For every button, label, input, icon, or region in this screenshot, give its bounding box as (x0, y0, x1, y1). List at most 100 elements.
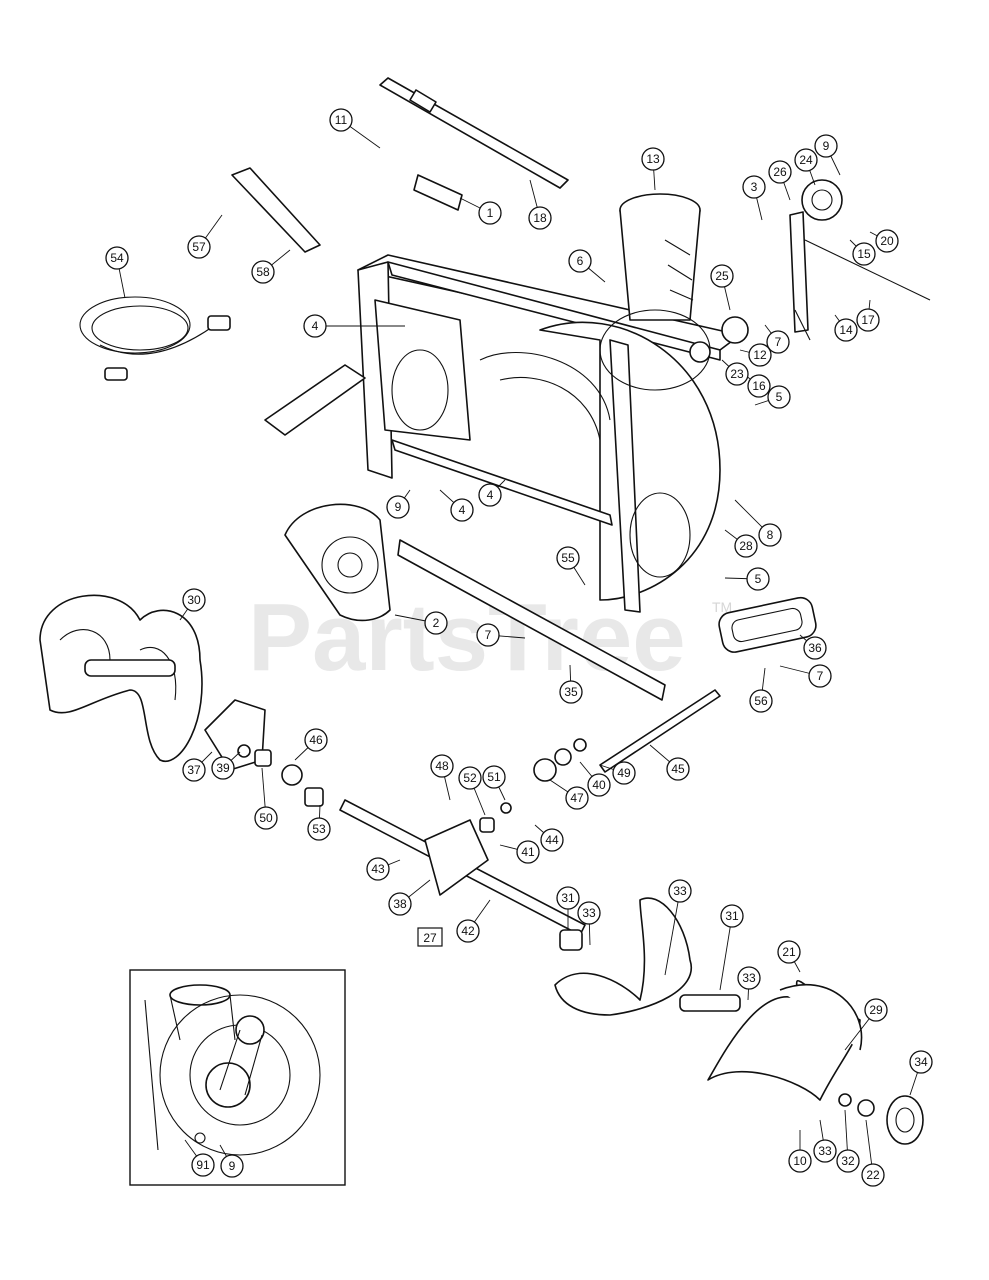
impeller (284, 503, 391, 622)
callout-circle (556, 546, 580, 570)
part-callout-9: 9 (386, 495, 410, 519)
callout-number: 14 (839, 323, 853, 337)
part-callout-42: 42 (456, 919, 480, 943)
flange-bearing (838, 1093, 924, 1145)
callout-circle (478, 201, 502, 225)
part-callout-49: 49 (612, 761, 636, 785)
shave-plate (397, 539, 666, 701)
callout-number: 18 (533, 211, 547, 225)
callout-number: 47 (570, 791, 584, 805)
callout-number: 41 (521, 845, 535, 859)
callout-circle (540, 828, 564, 852)
callout-circle (476, 623, 500, 647)
part-callout-20: 20 (875, 229, 899, 253)
part-callout-23: 23 (725, 362, 749, 386)
callout-number: 2 (433, 616, 440, 630)
callout-circle (528, 206, 552, 230)
part-callout-6: 6 (568, 249, 592, 273)
callout-circle (482, 765, 506, 789)
callout-circle (767, 385, 791, 409)
callout-number: 45 (671, 762, 685, 776)
pulley-assembly (689, 179, 931, 363)
callout-circle (749, 689, 773, 713)
callout-circle (856, 308, 880, 332)
callout-number: 53 (312, 822, 326, 836)
part-callout-33: 33 (668, 879, 692, 903)
callout-number: 20 (880, 234, 894, 248)
callout-number: 7 (775, 335, 782, 349)
callout-number: 8 (767, 528, 774, 542)
part-callout-24: 24 (794, 148, 818, 172)
callout-circle (852, 242, 876, 266)
callout-circle (766, 330, 790, 354)
part-callout-3: 3 (742, 175, 766, 199)
callout-circle (668, 879, 692, 903)
callout-number: 51 (487, 770, 501, 784)
part-callout-37: 37 (182, 758, 206, 782)
part-callout-1: 1 (478, 201, 502, 225)
part-callout-41: 41 (516, 840, 540, 864)
callout-circle (182, 588, 206, 612)
callout-number: 39 (216, 761, 230, 775)
callout-number: 21 (782, 945, 796, 959)
callout-circle (458, 766, 482, 790)
callout-number: 9 (395, 500, 402, 514)
callout-number: 16 (752, 379, 766, 393)
part-callout-9: 9 (220, 1154, 244, 1178)
callout-circle (386, 495, 410, 519)
part-callout-18: 18 (528, 206, 552, 230)
part-callout-47: 47 (565, 786, 589, 810)
part-callout-8: 8 (758, 523, 782, 547)
callout-circle (568, 249, 592, 273)
callout-number: 15 (857, 247, 871, 261)
part-callout-58: 58 (251, 260, 275, 284)
right-auger-outer (679, 979, 863, 1101)
callout-number: 56 (754, 694, 768, 708)
callout-number: 7 (817, 669, 824, 683)
part-callout-7: 7 (808, 664, 832, 688)
callout-circle (861, 1163, 885, 1187)
part-callout-16: 16 (747, 374, 771, 398)
part-callout-52: 52 (458, 766, 482, 790)
callout-number: 11 (335, 113, 348, 127)
callout-number: 37 (187, 763, 201, 777)
callout-circle (836, 1149, 860, 1173)
callout-number: 31 (725, 909, 739, 923)
callout-circle (251, 260, 275, 284)
callout-circle (710, 264, 734, 288)
callout-number: 46 (309, 733, 323, 747)
callout-circle (388, 892, 412, 916)
callout-number: 10 (793, 1154, 807, 1168)
bearing-row-right (479, 738, 587, 833)
callout-circle (191, 1153, 215, 1177)
callout-number: 5 (776, 390, 783, 404)
part-callout-55: 55 (556, 546, 580, 570)
part-callout-43: 43 (366, 857, 390, 881)
callout-circle (725, 362, 749, 386)
callout-circle (329, 108, 353, 132)
callout-circle (182, 758, 206, 782)
callout-number: 38 (393, 897, 407, 911)
part-callout-5: 5 (767, 385, 791, 409)
callout-number: 24 (799, 153, 813, 167)
callout-circle (808, 664, 832, 688)
watermark-trademark: TM (712, 599, 732, 615)
part-callout-14: 14 (834, 318, 858, 342)
part-callout-7: 7 (766, 330, 790, 354)
callout-circle (777, 940, 801, 964)
callout-circle (758, 523, 782, 547)
callout-circle (516, 840, 540, 864)
callout-number: 48 (435, 759, 449, 773)
part-callout-2: 2 (424, 611, 448, 635)
part-callout-7: 7 (476, 623, 500, 647)
left-auger (39, 594, 203, 763)
part-callout-17: 17 (856, 308, 880, 332)
callout-number: 23 (730, 367, 744, 381)
part-callout-28: 28 (734, 534, 758, 558)
part-callout-12: 12 (748, 343, 772, 367)
callout-number: 54 (110, 251, 124, 265)
callout-number: 40 (592, 778, 606, 792)
leader-line-c31b (719, 915, 733, 991)
leader-line-c33b (664, 890, 681, 976)
part-callout-22: 22 (861, 1163, 885, 1187)
